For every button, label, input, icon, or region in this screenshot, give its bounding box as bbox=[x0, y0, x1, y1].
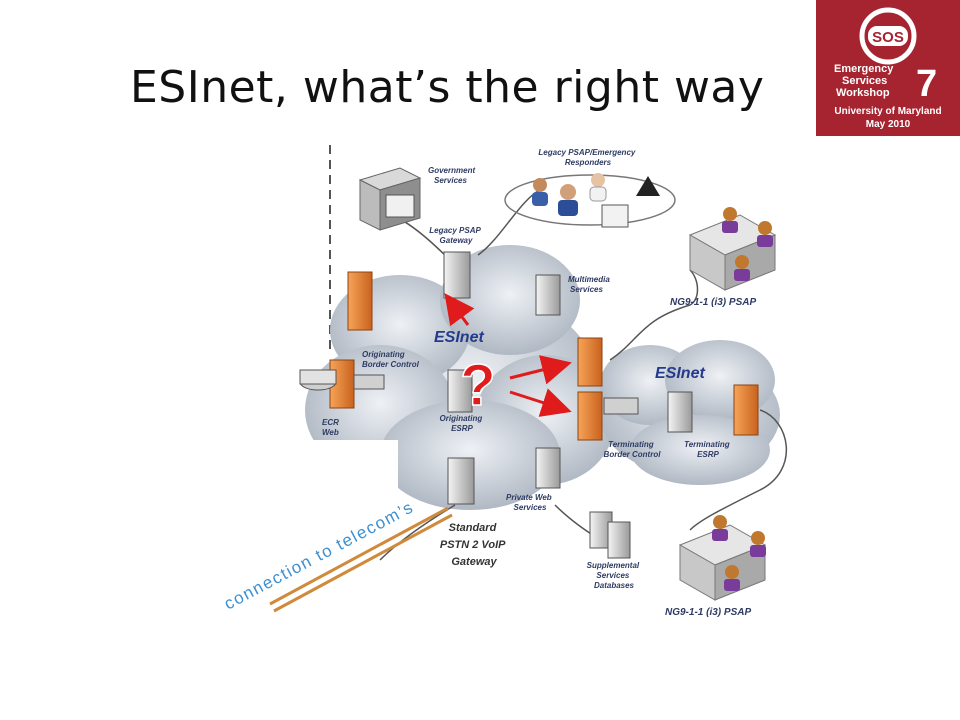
pstn-gateway-label: Standard PSTN 2 VoIP Gateway bbox=[440, 522, 508, 568]
logo-line-1: Emergency bbox=[834, 63, 894, 75]
router-icon bbox=[299, 369, 337, 391]
server-icon bbox=[353, 251, 693, 559]
psap-bottom-workstation-icon bbox=[678, 515, 767, 601]
legacy-responders-ring bbox=[504, 174, 676, 226]
logo-line-5: May 2010 bbox=[866, 119, 911, 130]
terminating-esrp-label: Terminating ESRP bbox=[684, 440, 732, 459]
originating-border-control-label: Originating Border Control bbox=[362, 350, 420, 369]
logo-line-3: Workshop bbox=[836, 87, 890, 99]
government-building-icon bbox=[358, 167, 422, 231]
logo-line-4: University of Maryland bbox=[834, 106, 941, 117]
esinet-main-label: ESInet bbox=[434, 329, 484, 346]
esinet-secondary-label: ESInet bbox=[655, 365, 705, 382]
logo-badge-bg bbox=[868, 26, 908, 46]
multimedia-services-label: Multimedia Services bbox=[568, 275, 612, 294]
psap-top-workstation-icon bbox=[688, 207, 777, 291]
logo-ring-icon bbox=[859, 7, 917, 65]
government-services-label: Government Services bbox=[428, 166, 477, 185]
ecr-web-label: ECR Web bbox=[322, 418, 341, 437]
logo-badge-text: SOS bbox=[872, 29, 904, 46]
occluding-box bbox=[300, 440, 398, 600]
routing-arrows bbox=[444, 293, 572, 417]
psap-top-label: NG9-1-1 (i3) PSAP bbox=[670, 297, 756, 308]
logo-number: 7 bbox=[916, 63, 937, 105]
originating-esrp-label: Originating ESRP bbox=[440, 414, 485, 433]
legacy-psap-gateway-label: Legacy PSAP Gateway bbox=[429, 226, 483, 245]
logo-graphic: SOS Emergency Services Workshop 7 Univer… bbox=[834, 7, 942, 130]
private-web-services-label: Private Web Services bbox=[506, 493, 554, 512]
firewall-icon bbox=[329, 271, 759, 441]
supplemental-databases-label: Supplemental Services Databases bbox=[587, 561, 642, 590]
terminating-border-control-label: Terminating Border Control bbox=[604, 440, 662, 459]
legacy-responders-label: Legacy PSAP/Emergency Responders bbox=[538, 148, 637, 167]
logo-line-2: Services bbox=[842, 75, 887, 87]
conference-logo: SOS Emergency Services Workshop 7 Univer… bbox=[816, 0, 960, 136]
psap-bottom-label: NG9-1-1 (i3) PSAP bbox=[665, 607, 751, 618]
telecom-connection-line bbox=[269, 506, 453, 613]
question-mark: ? bbox=[460, 353, 495, 418]
responder-figures-icon bbox=[532, 173, 660, 228]
slide-title: ESInet, what’s the right way bbox=[130, 62, 765, 113]
